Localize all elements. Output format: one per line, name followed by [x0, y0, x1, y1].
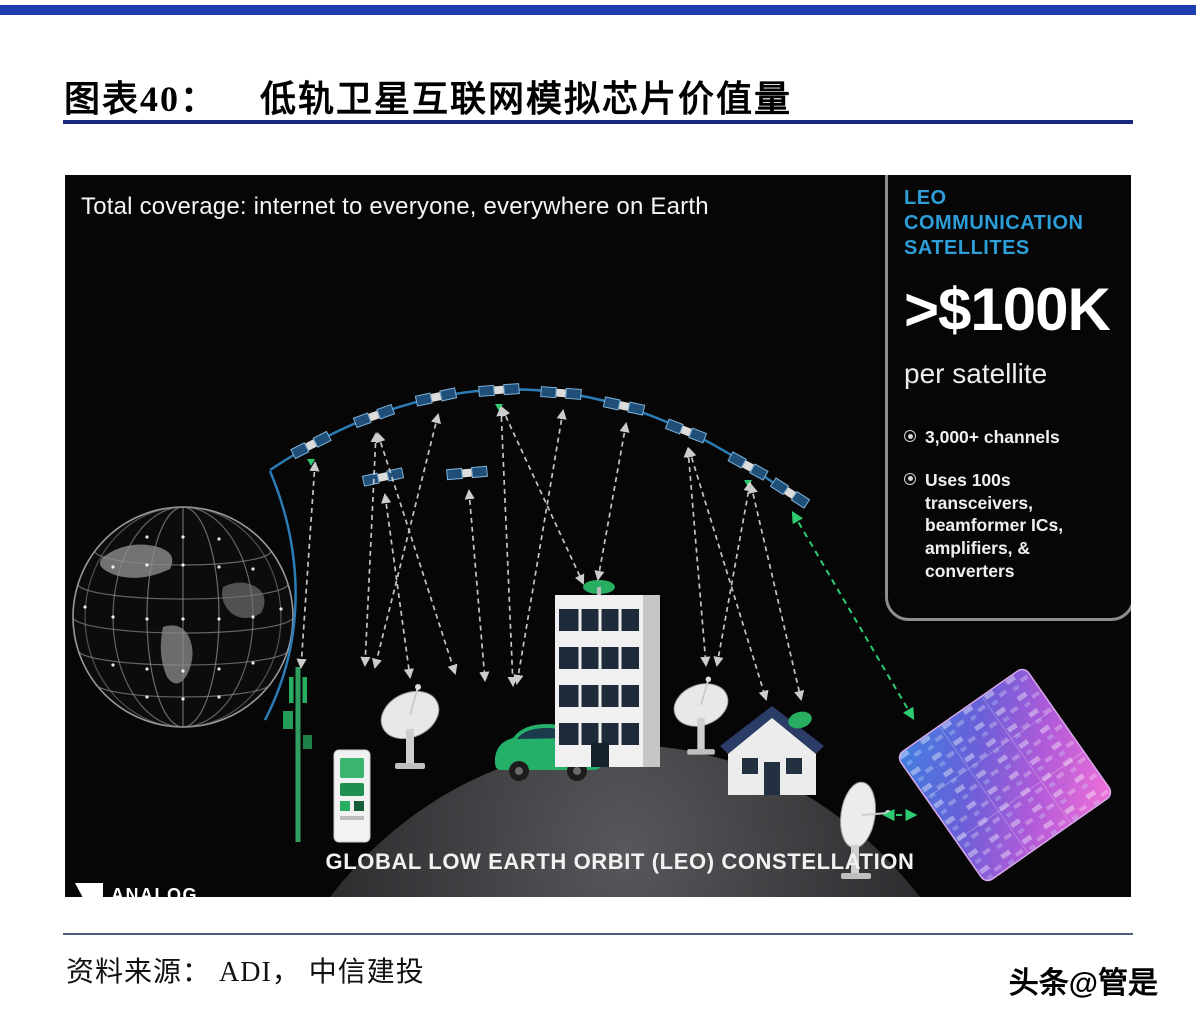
figure-headline: Total coverage: internet to everyone, ev… — [81, 193, 709, 220]
satellite-icon — [290, 430, 332, 460]
satellite-icon — [540, 386, 582, 400]
watermark-text: 头条@管是 — [1008, 967, 1158, 1000]
house-icon — [720, 706, 824, 795]
kiosk-icon — [333, 749, 371, 843]
satellite-icon — [446, 465, 488, 481]
cell-tower-icon — [283, 667, 312, 842]
satellite-icon — [352, 403, 396, 429]
earth-globe-icon — [72, 506, 294, 728]
info-panel: LEO COMMUNICATION SATELLITES >$100K per … — [885, 175, 1131, 621]
bullet-components: Uses 100s transceivers, beamformer ICs, … — [904, 469, 1122, 583]
source-text: 资料来源： ADI， 中信建投 — [66, 957, 425, 988]
bullet-icon — [904, 472, 916, 485]
chip-link-arrows — [791, 510, 918, 821]
satellite-icon — [478, 383, 520, 397]
figure-name: 低轨卫星互联网模拟芯片价值量 — [260, 79, 793, 119]
bullet-channels: 3,000+ channels — [904, 426, 1122, 449]
price-unit: per satellite — [904, 358, 1048, 389]
figure-caption: GLOBAL LOW EARTH ORBIT (LEO) CONSTELLATI… — [325, 849, 915, 874]
source-divider — [63, 933, 1133, 935]
figure-title: 图表40： 低轨卫星互联网模拟芯片价值量 — [64, 70, 792, 122]
bullet-icon — [904, 430, 916, 442]
satellite-icon — [414, 387, 458, 407]
satellite-price: >$100K — [904, 276, 1111, 343]
satellite-icon — [361, 467, 405, 487]
bullet-text: 3,000+ channels — [925, 427, 1060, 447]
scene-graphic — [72, 383, 1112, 897]
top-accent-bar — [0, 5, 1196, 15]
adi-logo-text: ANALOG — [111, 884, 198, 898]
building-icon — [555, 580, 660, 767]
satellite-dish-icon — [380, 684, 440, 769]
orbit-to-globe — [263, 470, 297, 721]
bullet-text: Uses 100s transceivers, beamformer ICs, … — [925, 469, 1064, 581]
signal-arrows — [296, 405, 805, 701]
satellite-icon — [770, 477, 810, 509]
panel-title: LEO COMMUNICATION SATELLITES — [904, 186, 1122, 261]
satellite-constellation — [263, 383, 810, 721]
panel-title-line1: LEO COMMUNICATION — [904, 187, 1084, 234]
chip-icon — [898, 668, 1112, 882]
title-divider — [63, 120, 1133, 124]
panel-title-line2: SATELLITES — [904, 237, 1030, 259]
orbit-arc — [269, 388, 791, 496]
figure-number: 图表40： — [64, 79, 219, 119]
satellite-icon — [602, 396, 646, 416]
infographic: Total coverage: internet to everyone, ev… — [65, 175, 1131, 897]
adi-triangle-icon — [75, 883, 103, 897]
satellite-icon — [665, 418, 707, 444]
satellite-icon — [727, 451, 769, 481]
adi-logo: ANALOG — [75, 883, 198, 897]
